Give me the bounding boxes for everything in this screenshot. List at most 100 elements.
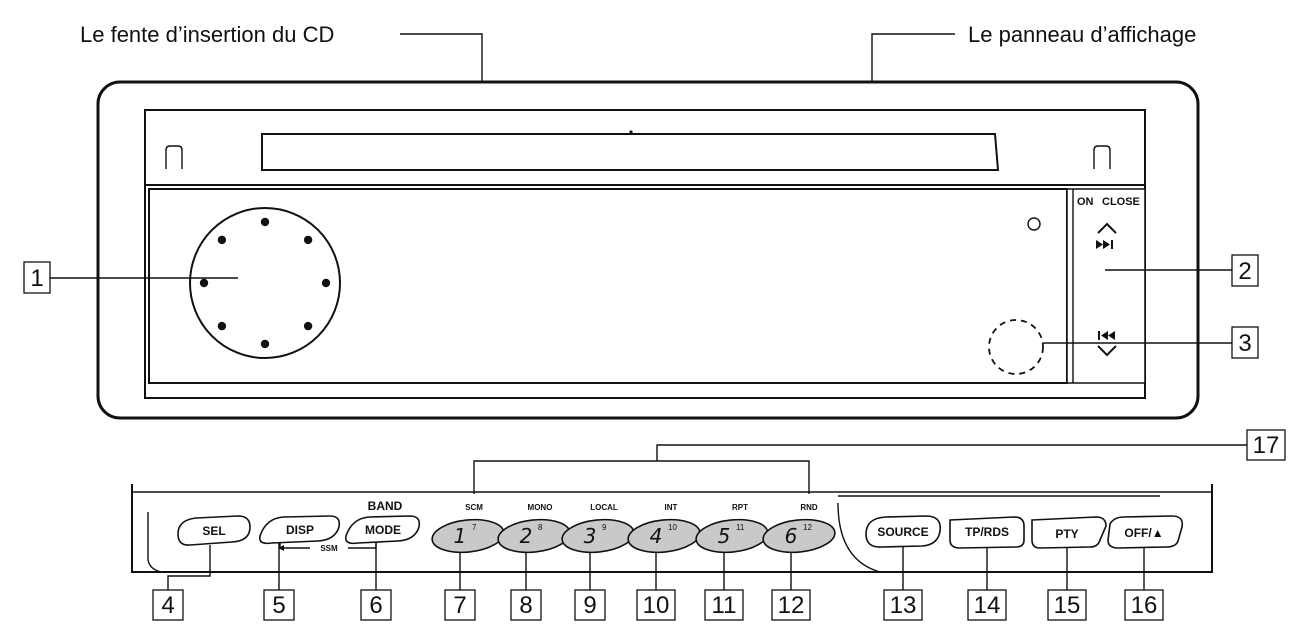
callout-9-group: 9 (574, 589, 606, 621)
preset-button-5[interactable]: RPT 5 11 (695, 503, 770, 556)
preset-top-label-5: RPT (732, 503, 748, 512)
callout-3-box (1231, 326, 1259, 359)
preset-top-label-2: MONO (528, 503, 553, 512)
control-panel-outline (131, 484, 1213, 573)
callout-14: 14 (974, 592, 1001, 619)
tp-rds-label: TP/RDS (965, 525, 1009, 539)
callout-3: 3 (1238, 330, 1251, 357)
knob-dot (260, 217, 270, 227)
callout-1: 1 (30, 265, 43, 292)
preset-button-1[interactable]: SCM 1 7 (431, 503, 506, 556)
preset-number-2: 2 (520, 524, 533, 548)
callout-16-group: 16 (1124, 589, 1164, 621)
callout-7-group: 7 (444, 589, 476, 621)
callout-13-group: 13 (883, 589, 923, 621)
slot-marker-dot (629, 130, 633, 134)
eject-area-dashed (988, 319, 1044, 375)
callout-15: 15 (1054, 592, 1081, 619)
callout-14-group: 14 (967, 589, 1007, 621)
left-panel-slope (147, 512, 163, 573)
preset-button-6[interactable]: RND 6 12 (762, 503, 837, 556)
ssm-indicator (278, 542, 377, 551)
chevron-up-icon[interactable] (1097, 222, 1117, 234)
tp-rds-button[interactable] (949, 516, 1025, 549)
callout-12: 12 (778, 592, 805, 619)
disp-button[interactable] (258, 515, 341, 545)
side-control-strip (1066, 188, 1146, 384)
callout-6: 6 (369, 592, 382, 619)
knob-dot (303, 235, 313, 245)
skip-previous-icon[interactable] (1098, 331, 1115, 340)
knob-dot (199, 278, 209, 288)
preset-sup-5: 11 (736, 523, 745, 532)
callout-17-box (1246, 429, 1286, 461)
preset-sup-1: 7 (472, 523, 477, 532)
callout-16: 16 (1131, 592, 1158, 619)
preset-number-3: 3 (584, 524, 597, 548)
on-label: ON (1077, 196, 1094, 208)
preset-sup-3: 9 (602, 523, 607, 532)
callout-15-group: 15 (1047, 589, 1087, 621)
callout-7: 7 (453, 592, 466, 619)
display-panel-label: Le panneau d’affichage (968, 22, 1196, 47)
source-label: SOURCE (877, 525, 928, 539)
callout-5-group: 5 (263, 589, 295, 621)
knob-dot (303, 321, 313, 331)
off-eject-label: OFF/▲ (1124, 526, 1163, 540)
callout-13: 13 (890, 592, 917, 619)
sel-button[interactable] (177, 515, 251, 546)
callout-1-box (23, 261, 51, 294)
preset-number-5: 5 (718, 524, 731, 548)
knob-dot (217, 321, 227, 331)
close-label: CLOSE (1102, 196, 1140, 208)
left-tab (165, 145, 183, 169)
callout-6-group: 6 (360, 589, 392, 621)
callout-12-group: 12 (771, 589, 811, 621)
preset-top-label-1: SCM (465, 503, 483, 512)
callout-8-group: 8 (510, 589, 542, 621)
skip-next-icon[interactable] (1096, 240, 1113, 249)
mode-button[interactable] (344, 515, 421, 545)
callout-9: 9 (583, 592, 596, 619)
preset-button-2[interactable]: MONO 2 8 (497, 503, 572, 556)
callout-11: 11 (712, 592, 737, 619)
preset-number-6: 6 (785, 524, 798, 548)
callout-4-group: 4 (152, 589, 184, 621)
pty-label: PTY (1055, 527, 1078, 541)
presets-bracket (473, 460, 810, 494)
ssm-label: SSM (320, 544, 338, 553)
knob-dots (199, 217, 331, 349)
preset-number-4: 4 (650, 524, 663, 548)
chevron-down-icon[interactable] (1097, 345, 1117, 357)
callout-17: 17 (1253, 432, 1280, 459)
preset-sup-2: 8 (538, 523, 543, 532)
preset-button-3[interactable]: LOCAL 3 9 (561, 503, 636, 556)
knob-dot (260, 339, 270, 349)
callout-10-group: 10 (636, 589, 676, 621)
knob-dot (321, 278, 331, 288)
cd-insertion-slot (261, 133, 1000, 171)
cd-slot-label: Le fente d’insertion du CD (80, 22, 334, 47)
preset-top-label-4: INT (665, 503, 678, 512)
volume-knob[interactable] (189, 207, 341, 359)
right-tab (1093, 145, 1111, 169)
preset-top-label-3: LOCAL (590, 503, 618, 512)
callout-2-box (1231, 254, 1259, 287)
off-eject-button[interactable] (1107, 515, 1184, 549)
knob-dot (217, 235, 227, 245)
band-label: BAND (368, 499, 403, 513)
preset-button-4[interactable]: INT 4 10 (627, 503, 702, 556)
mode-label: MODE (365, 523, 401, 537)
source-button[interactable] (865, 515, 942, 548)
disp-label: DISP (286, 523, 314, 537)
callout-4: 4 (161, 592, 174, 619)
remote-sensor (1027, 217, 1041, 231)
preset-sup-6: 12 (803, 523, 812, 532)
callout-5: 5 (272, 592, 285, 619)
preset-top-label-6: RND (800, 503, 818, 512)
callout-11-group: 11 (704, 589, 744, 621)
preset-number-1: 1 (454, 524, 467, 548)
pty-button[interactable] (1031, 516, 1107, 549)
callout-8: 8 (519, 592, 532, 619)
